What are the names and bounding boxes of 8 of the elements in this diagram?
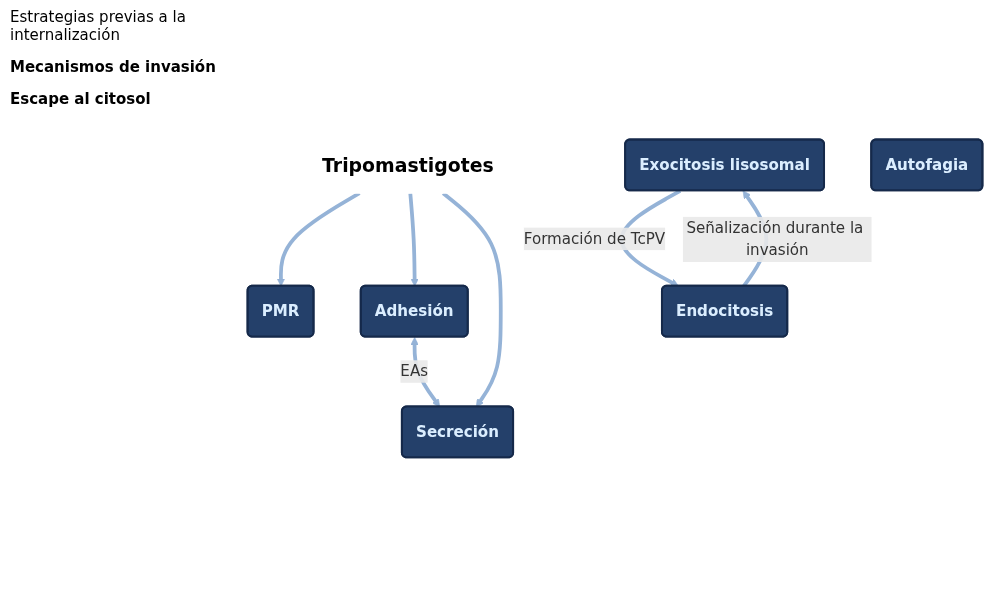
- section-heading: Mecanismos de invasión: [10, 58, 217, 76]
- edge-label: Señalización durante la invasión: [686, 218, 864, 260]
- caption-text: Escape al citosol: [10, 90, 152, 108]
- edge-label: EAs: [400, 362, 429, 381]
- arrow: [408, 193, 419, 287]
- node-text: Tripomastigotes: [322, 153, 494, 177]
- edge-label: Formación de TcPV: [523, 229, 666, 248]
- section-heading: Estrategias previas a la internalización: [10, 8, 187, 44]
